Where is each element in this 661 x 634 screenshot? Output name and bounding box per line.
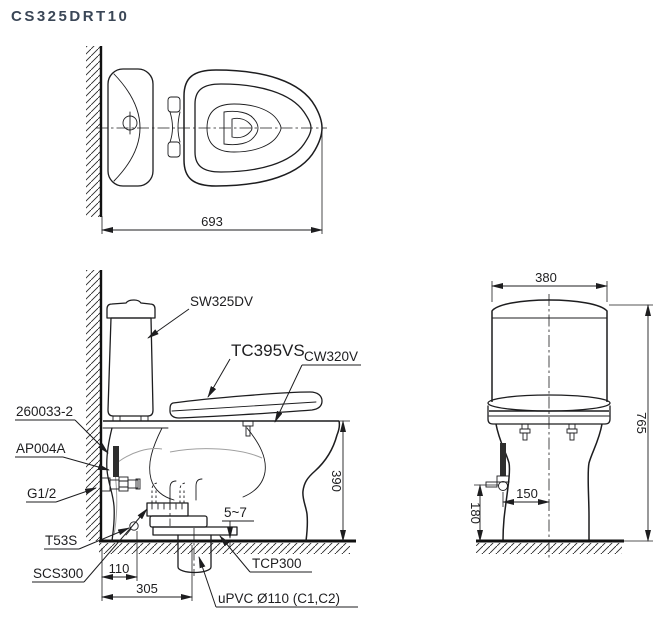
drain-pipe-outline	[177, 534, 212, 574]
seat-ring	[194, 83, 312, 173]
tank-lid	[106, 299, 156, 319]
label-fill-valve: AP004A	[16, 441, 66, 456]
seat-cover-profile	[169, 391, 323, 419]
hinge-tab-top	[167, 96, 181, 113]
label-scs300: SCS300	[33, 566, 83, 581]
hinge-tab-bottom	[167, 141, 181, 158]
trap-outline	[223, 110, 259, 146]
tank-body	[107, 317, 154, 417]
dim-tank-width: 380	[535, 270, 557, 285]
label-supply-thread: G1/2	[27, 486, 56, 501]
pedestal-left-edge	[495, 423, 511, 542]
dim-total-height: 765	[634, 412, 649, 434]
page-title: CS325DRT10	[11, 8, 129, 25]
floor-hatching	[476, 543, 622, 554]
bowl-back-profile	[106, 427, 115, 542]
bowl-opening	[206, 103, 282, 153]
seat-bolt-left	[519, 423, 531, 441]
floor-hatching	[99, 543, 350, 554]
front-view: 380 76	[468, 270, 653, 558]
supply-riser	[113, 446, 119, 477]
label-seat-cover-model: TC395VS	[231, 341, 305, 360]
wall-hatching	[86, 270, 101, 541]
stop-valve	[118, 476, 129, 492]
tank-front	[491, 299, 608, 402]
tank-lid-curve	[113, 73, 141, 182]
pedestal-right-edge	[587, 423, 603, 541]
supply-riser-front	[500, 443, 506, 476]
lid-outline	[183, 69, 323, 187]
dim-total-length: 693	[201, 214, 223, 229]
stop-valve-front	[498, 481, 508, 491]
label-inlet-part: 260033-2	[16, 404, 73, 419]
dim-supply-height: 180	[468, 502, 483, 524]
label-bowl-model: CW320V	[304, 349, 358, 364]
label-flange: TCP300	[252, 556, 302, 571]
tank-outline-top	[107, 68, 154, 187]
top-view: 693	[86, 46, 327, 234]
trap-inner	[231, 117, 253, 139]
dim-supply-offset: 150	[516, 486, 538, 501]
bowl-front-profile	[302, 420, 341, 542]
dim-floor-gap: 5~7	[224, 505, 247, 520]
flange-plate-lower	[152, 526, 238, 536]
side-view: SW325DV TC395VS CW320V 260033-2 AP004A G…	[15, 270, 361, 608]
seat-bolt-right	[566, 423, 578, 441]
dim-rim-height: 390	[329, 470, 344, 492]
wall-hatching	[86, 46, 101, 217]
flange-plate-upper	[149, 515, 208, 528]
label-drain-pipe: uPVC Ø110 (C1,C2)	[218, 591, 340, 606]
dim-valve-offset: 110	[109, 561, 130, 576]
label-tank-model: SW325DV	[190, 294, 253, 309]
dim-drain-offset: 305	[136, 581, 158, 596]
label-t53s: T53S	[45, 533, 77, 548]
